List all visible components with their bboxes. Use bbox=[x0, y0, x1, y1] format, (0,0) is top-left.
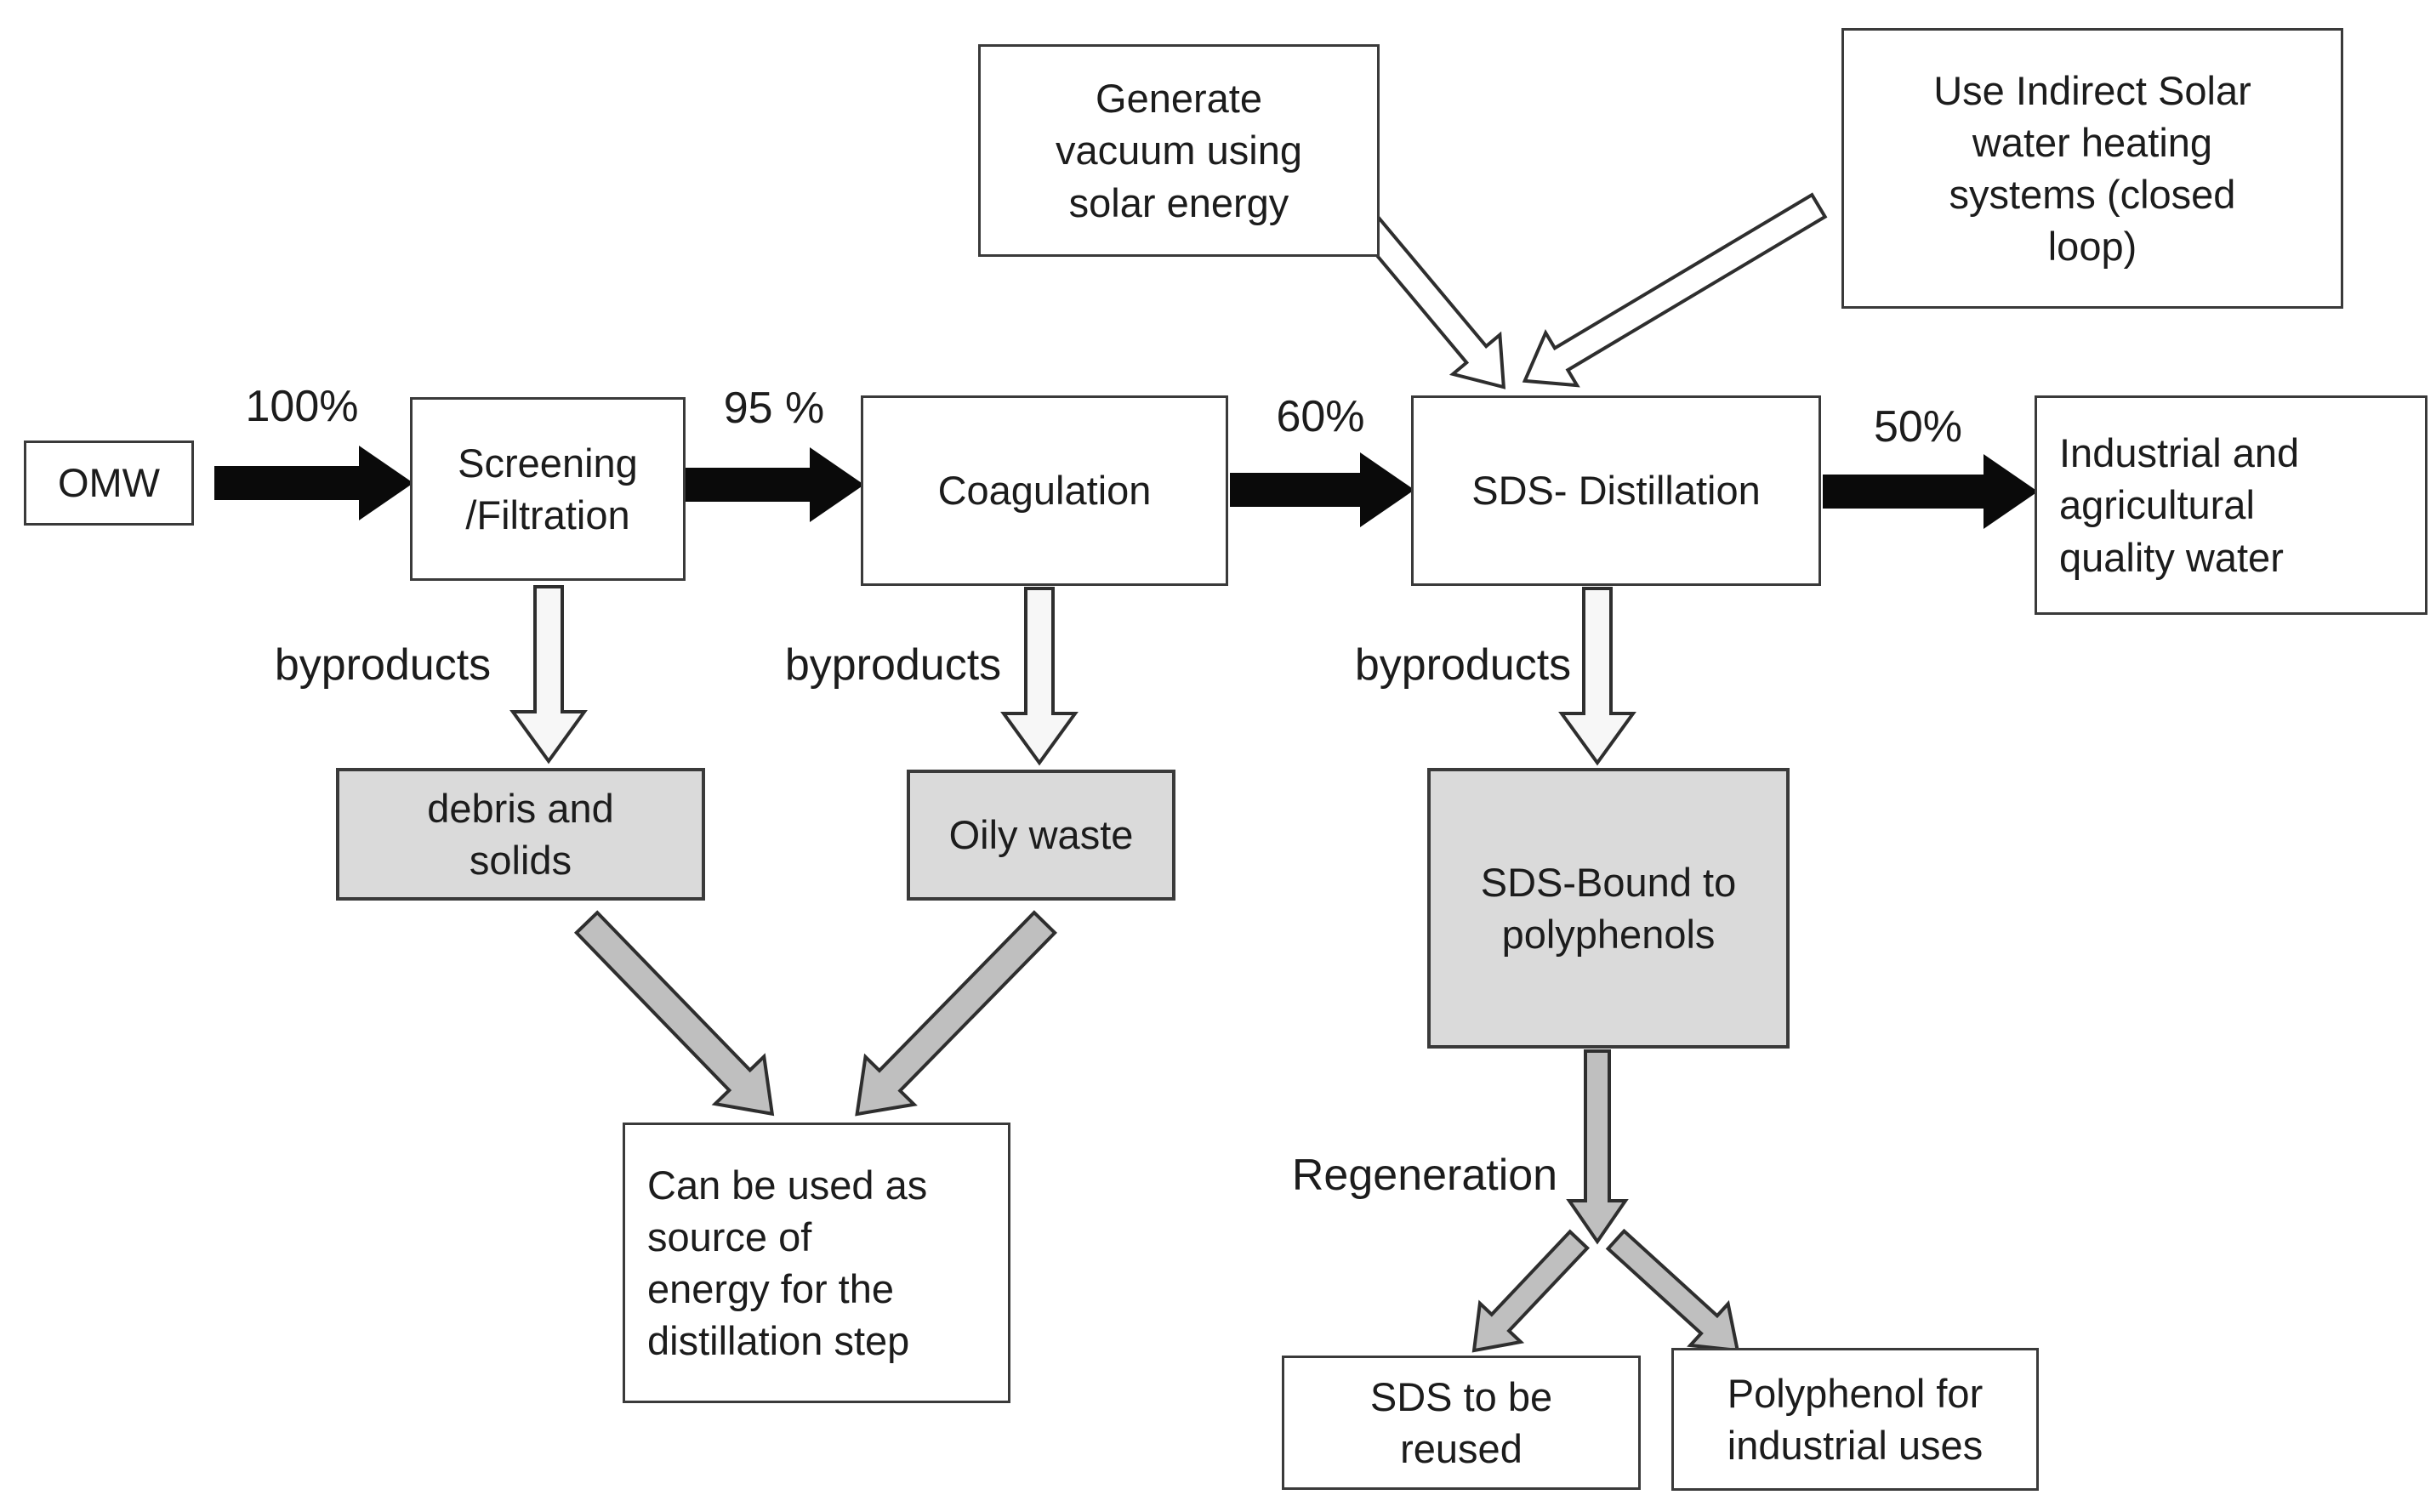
label-byproducts-sds: byproducts bbox=[1354, 640, 1572, 690]
node-polyphenol-industrial-label: Polyphenol for industrial uses bbox=[1727, 1370, 1984, 1468]
gray-arrow-to-sds-reused bbox=[1471, 1229, 1590, 1353]
label-byproducts-coagulation: byproducts bbox=[784, 640, 1002, 690]
white-arrow-sds-byproducts bbox=[1558, 587, 1636, 766]
node-screening-filtration-label: Screening /Filtration bbox=[458, 440, 638, 537]
node-polyphenol-industrial: Polyphenol for industrial uses bbox=[1671, 1348, 2039, 1491]
label-regeneration: Regeneration bbox=[1291, 1151, 1558, 1200]
node-sds-distillation-label: SDS- Distillation bbox=[1471, 468, 1761, 514]
gray-arrow-oily-to-energy bbox=[855, 910, 1057, 1117]
node-use-indirect-solar-label: Use Indirect Solar water heating systems… bbox=[1933, 67, 2251, 270]
node-energy-source: Can be used as source of energy for the … bbox=[623, 1123, 1010, 1403]
node-debris-solids: debris and solids bbox=[336, 768, 705, 901]
gray-arrow-to-polyphenol bbox=[1605, 1228, 1740, 1353]
label-byproducts-screening: byproducts bbox=[274, 640, 492, 690]
node-sds-bound-polyphenols: SDS-Bound to polyphenols bbox=[1427, 768, 1790, 1049]
black-arrow-coagulation-to-sds bbox=[1230, 452, 1414, 527]
white-arrow-coagulation-byproducts bbox=[1000, 587, 1079, 766]
black-arrow-sds-to-water bbox=[1823, 454, 2038, 529]
label-pct-95: 95 % bbox=[723, 384, 825, 433]
label-pct-50: 50% bbox=[1873, 402, 1963, 452]
label-pct-100: 100% bbox=[245, 382, 359, 431]
node-sds-reused: SDS to be reused bbox=[1282, 1356, 1641, 1490]
white-arrow-screening-byproducts bbox=[509, 585, 588, 765]
node-coagulation-label: Coagulation bbox=[937, 468, 1152, 514]
node-energy-source-label: Can be used as source of energy for the … bbox=[647, 1162, 928, 1364]
node-debris-solids-label: debris and solids bbox=[427, 785, 614, 883]
node-generate-vacuum-label: Generate vacuum using solar energy bbox=[1056, 76, 1302, 225]
node-coagulation: Coagulation bbox=[861, 395, 1228, 586]
node-use-indirect-solar: Use Indirect Solar water heating systems… bbox=[1841, 28, 2343, 309]
node-industrial-water-label: Industrial and agricultural quality wate… bbox=[2059, 430, 2300, 580]
node-generate-vacuum: Generate vacuum using solar energy bbox=[978, 44, 1380, 257]
node-omw: OMW bbox=[24, 441, 194, 526]
black-arrow-omw-to-screening bbox=[214, 446, 413, 520]
black-arrow-screening-to-coagulation bbox=[686, 447, 864, 522]
gray-arrow-regeneration-down bbox=[1566, 1049, 1629, 1245]
node-omw-label: OMW bbox=[57, 460, 161, 506]
white-arrow-solar-heating-to-sds bbox=[1522, 192, 1828, 388]
node-oily-waste: Oily waste bbox=[907, 770, 1175, 901]
node-oily-waste-label: Oily waste bbox=[948, 812, 1134, 858]
node-industrial-water: Industrial and agricultural quality wate… bbox=[2035, 395, 2427, 615]
node-screening-filtration: Screening /Filtration bbox=[410, 397, 686, 581]
node-sds-distillation: SDS- Distillation bbox=[1411, 395, 1821, 586]
label-pct-60: 60% bbox=[1276, 392, 1365, 441]
gray-arrow-debris-to-energy bbox=[573, 910, 775, 1117]
node-sds-bound-polyphenols-label: SDS-Bound to polyphenols bbox=[1480, 859, 1737, 957]
node-sds-reused-label: SDS to be reused bbox=[1369, 1373, 1553, 1471]
